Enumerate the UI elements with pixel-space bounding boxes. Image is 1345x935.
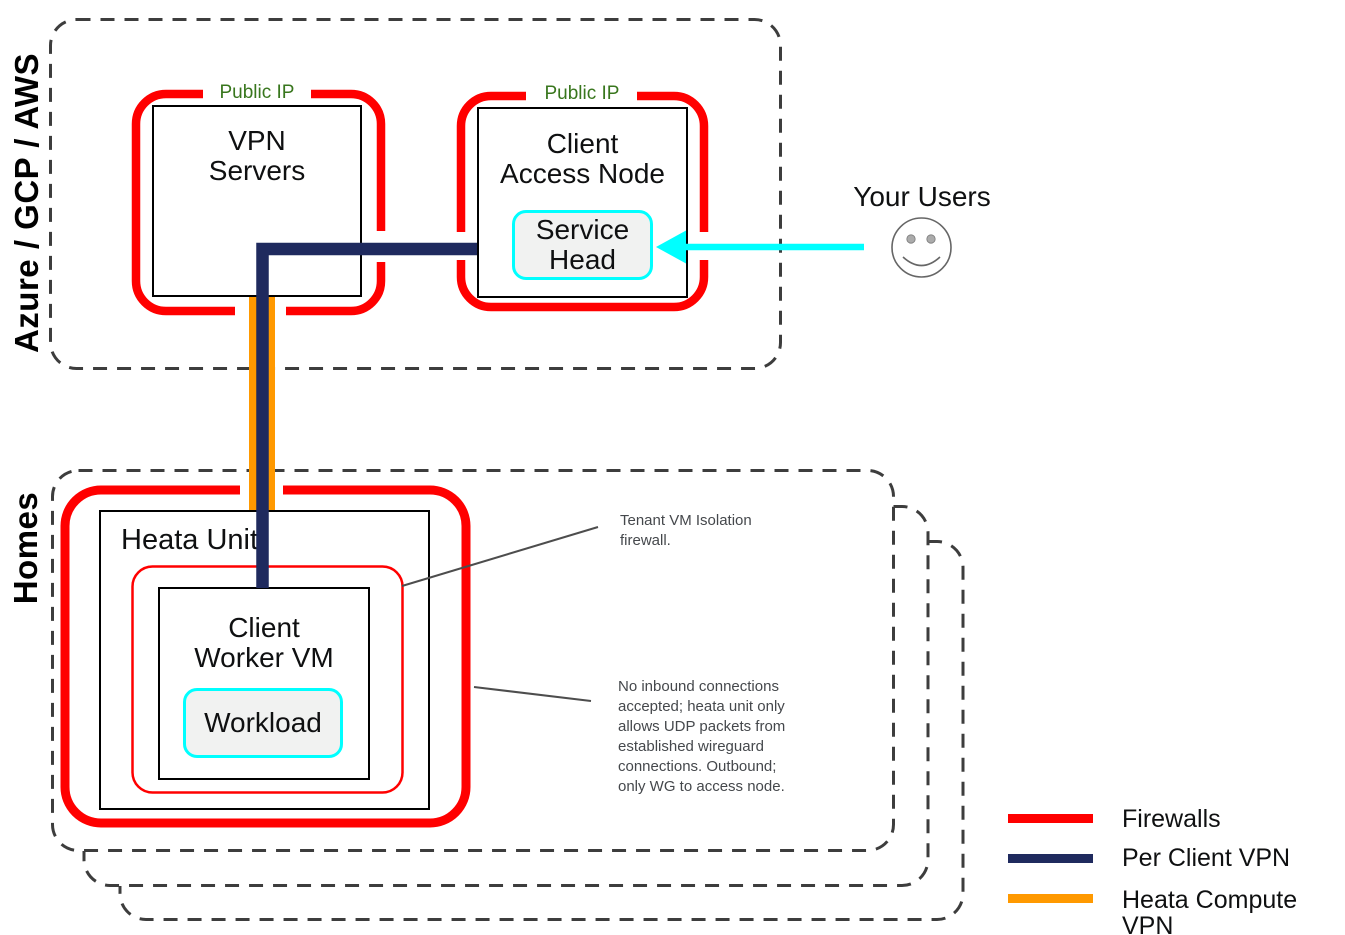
no-inbound-annotation: No inbound connections accepted; heata u… [618,678,786,795]
tenant-isolation-annotation: Tenant VM Isolation firewall. [620,512,752,549]
legend-swatch-per-client-vpn [1008,854,1093,863]
legend-label-firewalls: Firewalls [1122,805,1221,833]
service-head-box: Service Head [512,210,653,280]
legend-label-heata-compute-vpn: Heata Compute VPN [1122,886,1298,935]
user-smiley-icon [891,217,952,278]
client-access-node-public-ip-label: Public IP [544,83,620,104]
service-head-label: Service Head [535,214,630,275]
smiley-mouth [902,256,941,267]
vpn-servers-title: VPN Servers [208,125,306,186]
your-users-label: Your Users [853,181,991,212]
cloud-region-label: Azure / GCP / AWS [8,52,45,354]
smiley-face-circle [891,217,952,278]
legend-swatch-heata-compute-vpn [1008,894,1093,903]
legend-swatch-firewalls [1008,814,1093,823]
workload-label: Workload [204,707,322,738]
homes-region-label: Homes [7,491,44,605]
client-access-node-title: Client Access Node [500,128,665,189]
tenant-isolation-leader-line [401,526,599,587]
client-worker-vm-title: Client Worker VM [194,612,334,673]
smiley-right-eye [926,234,936,244]
workload-box: Workload [183,688,343,758]
legend-label-per-client-vpn: Per Client VPN [1122,844,1291,872]
no-inbound-leader-line [473,686,592,702]
smiley-left-eye [906,234,916,244]
heata-unit-title: Heata Unit [121,524,259,556]
vpn-servers-public-ip-label: Public IP [219,82,295,103]
